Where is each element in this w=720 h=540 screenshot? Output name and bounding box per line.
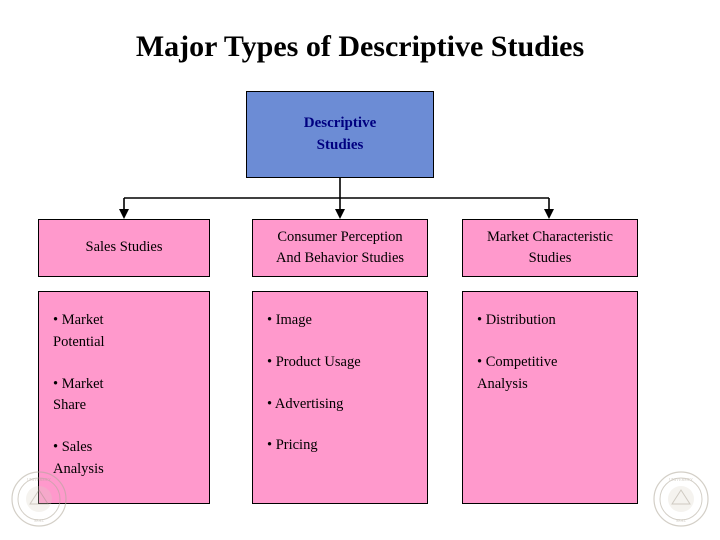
list-item: • Pricing [267,437,318,454]
list-item: • Image [267,312,312,328]
list-item: • Product Usage [267,353,361,370]
column-header-market-characteristic: Market Characteristic Studies [462,219,638,277]
column-body-consumer-perception: • Image • Product Usage • Advertising • … [252,291,428,504]
list-item: • Sales Analysis [53,439,104,477]
column-header-consumer-perception: Consumer Perception And Behavior Studies [252,219,428,277]
svg-text:UNIVERSITY: UNIVERSITY [27,477,51,482]
list-item: • Distribution [477,312,556,328]
university-seal-icon: UNIVERSITY SEAL [652,470,710,528]
svg-text:SEAL: SEAL [34,518,45,523]
list-item: • Advertising [267,395,344,412]
page-title: Major Types of Descriptive Studies [135,30,585,63]
descriptive-studies-box: Descriptive Studies [246,91,434,178]
svg-text:UNIVERSITY: UNIVERSITY [669,477,693,482]
svg-text:SEAL: SEAL [676,518,687,523]
column-header-label: Market Characteristic Studies [486,228,613,266]
descriptive-studies-label: Descriptive Studies [303,114,377,153]
column-body-market-characteristic: • Distribution • Competitive Analysis [462,291,638,504]
column-header-label: Consumer Perception And Behavior Studies [275,228,405,266]
column-header-label: Sales Studies [85,239,163,256]
list-item: • Market Potential [53,312,105,350]
university-seal-icon: UNIVERSITY SEAL [10,470,68,528]
column-body-sales-studies: • Market Potential • Market Share • Sale… [38,291,210,504]
column-header-sales-studies: Sales Studies [38,219,210,277]
list-item: • Market Share [53,375,104,414]
list-item: • Competitive Analysis [477,353,558,392]
